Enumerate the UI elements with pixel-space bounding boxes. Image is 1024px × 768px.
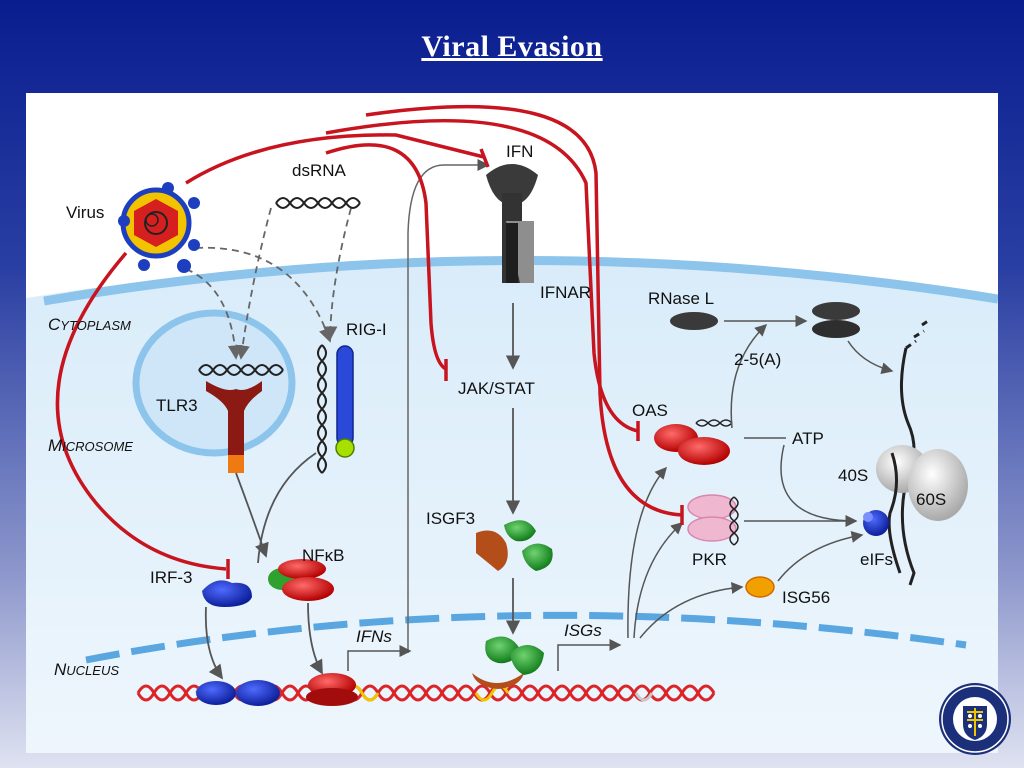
ifnar-receptor	[486, 164, 538, 283]
irf3-to-dna-arrow	[204, 606, 224, 680]
label-irf3: IRF-3	[150, 568, 193, 587]
label-oas: OAS	[632, 401, 668, 420]
university-seal	[939, 683, 1011, 755]
label-rnase-l: RNase L	[648, 289, 714, 308]
label-atp: ATP	[792, 429, 824, 448]
label-cytoplasm: CYTOPLASM	[48, 315, 131, 334]
oas-protein	[654, 419, 733, 465]
label-tlr3: TLR3	[156, 396, 198, 415]
ifns-transcription-arrow	[347, 645, 412, 671]
virus-inhibits-irf3	[55, 251, 227, 571]
virus-inhibits-pkr	[365, 104, 683, 517]
mrna-strand-lower	[887, 452, 902, 574]
virus-inhibits-jakstat	[325, 143, 447, 371]
isg56-protein	[745, 576, 775, 598]
dsrna-to-rigi-arrow	[323, 207, 352, 341]
label-virus: Virus	[66, 203, 104, 222]
irf3-dna-complex	[196, 680, 280, 706]
label-pkr: PKR	[692, 550, 727, 569]
dsrna-helix	[275, 197, 361, 209]
irf3-protein	[202, 580, 252, 607]
isgf3-nuclear	[472, 636, 544, 689]
virus-to-tlr3-arrow	[185, 268, 243, 360]
slide-title: Viral Evasion	[421, 30, 603, 63]
rnase-l-inactive	[670, 312, 718, 330]
oas-to-25a-arrow	[730, 323, 768, 429]
rig-i-receptor	[317, 344, 355, 474]
rnase-l-active	[812, 302, 860, 338]
rigi-to-nfkb-arrow	[257, 452, 317, 564]
diagram-panel: Virus dsRNA IFN IFNAR RNase L 2-5(A) RIG…	[26, 93, 998, 753]
atp-to-eifs-arrow	[780, 444, 857, 522]
dsrna-to-tlr3-arrow	[235, 207, 272, 360]
virus-to-rigi-arrow	[195, 246, 333, 343]
tlr3-receptor	[198, 364, 284, 473]
label-ifn: IFN	[506, 142, 533, 161]
nfkb-dna-complex	[306, 673, 358, 706]
isgs-to-pkr-arrow	[633, 521, 684, 639]
pkr-protein	[687, 494, 739, 546]
virus-particle	[118, 182, 200, 273]
virus-inhibits-ifn	[185, 133, 485, 185]
ifns-secretion-curve	[407, 159, 490, 653]
isgf3-complex	[476, 520, 553, 571]
eifs-protein	[863, 510, 889, 536]
label-2-5a: 2-5(A)	[734, 350, 781, 369]
label-jak-stat: JAK/STAT	[458, 379, 535, 398]
isg56-to-eifs-arrow	[777, 530, 864, 582]
tlr3-to-nfkb-arrow	[235, 472, 269, 558]
isgs-to-oas-arrow	[627, 466, 667, 639]
label-rig-i: RIG-I	[346, 320, 387, 339]
rnase-to-rna-arrow	[847, 340, 894, 375]
isgs-to-isg56-arrow	[639, 581, 744, 639]
label-nfkb: NFκB	[302, 546, 345, 565]
label-ifns: IFNs	[356, 627, 392, 646]
label-isgf3: ISGF3	[426, 509, 475, 528]
label-60s: 60S	[916, 490, 946, 509]
label-ifnar: IFNAR	[540, 283, 591, 302]
nfkb-protein	[268, 559, 334, 601]
microsome	[132, 309, 296, 457]
label-40s: 40S	[838, 466, 868, 485]
virus-inhibits-oas	[325, 119, 639, 433]
nfkb-to-dna-arrow	[307, 602, 323, 675]
label-nucleus: NUCLEUS	[54, 660, 119, 679]
ribosome	[876, 319, 968, 586]
label-isg56: ISG56	[782, 588, 830, 607]
label-eifs: eIFs	[860, 550, 893, 569]
label-microsome: MICROSOME	[48, 436, 133, 455]
label-isgs: ISGs	[564, 621, 602, 640]
pathway-diagram: Virus dsRNA IFN IFNAR RNase L 2-5(A) RIG…	[26, 104, 998, 753]
inhibition-lines	[55, 104, 684, 579]
isgs-transcription-arrow	[557, 639, 622, 671]
label-dsrna: dsRNA	[292, 161, 347, 180]
